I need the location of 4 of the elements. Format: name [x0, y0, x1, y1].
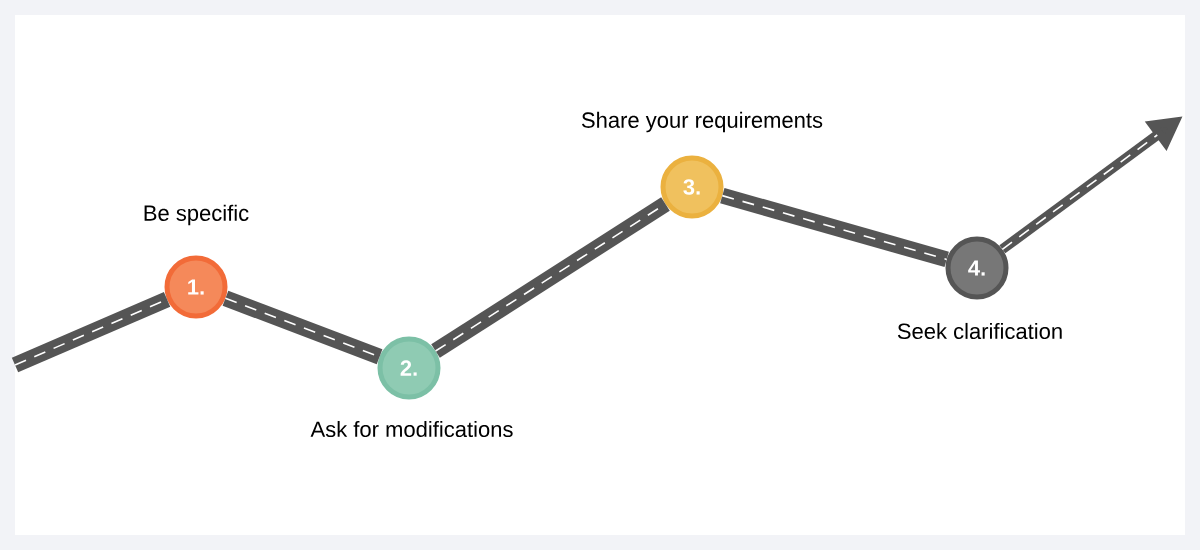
- step-label: Seek clarification: [897, 322, 1062, 340]
- step-label: Share your requirements: [581, 111, 823, 133]
- step-label: Ask for modifications: [310, 420, 513, 438]
- step-label: Be specific: [144, 204, 249, 226]
